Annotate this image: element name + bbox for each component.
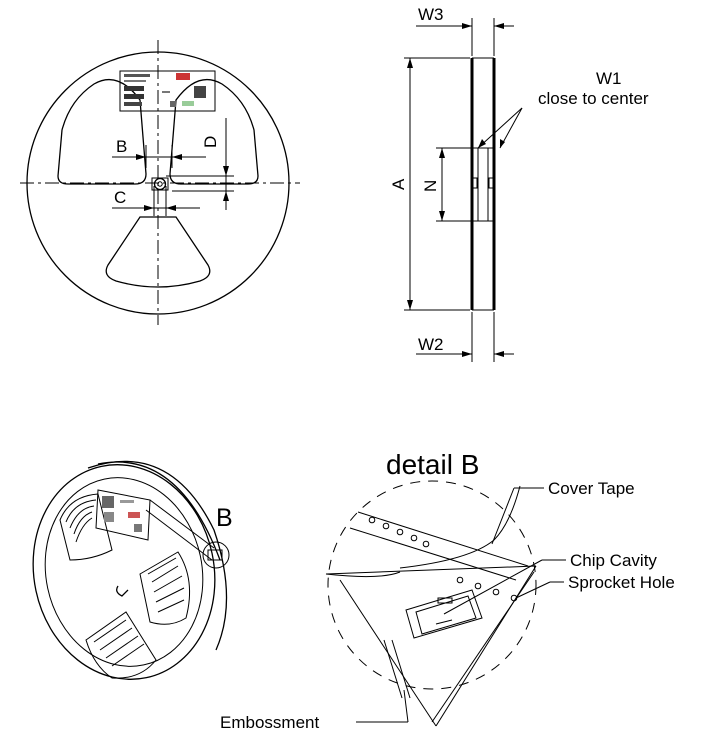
dim-c-label: C: [114, 188, 126, 207]
reel-front-view: B C D: [20, 40, 300, 325]
iso-reel-label: [95, 489, 151, 541]
iso-window-bottom: [85, 611, 157, 679]
reel-label: [119, 70, 216, 112]
chip-cavity-label: Chip Cavity: [570, 551, 657, 570]
reel-side-view: W3 W1 close to center A N W2: [389, 5, 649, 362]
dim-d-label: D: [201, 136, 220, 148]
sprocket-hole-label: Sprocket Hole: [568, 573, 675, 592]
reel-window-bottom: [105, 216, 211, 288]
detail-b-marker-label: B: [216, 504, 233, 532]
detail-b-marker-circle: [202, 541, 230, 569]
detail-b: detail B Cover Tape: [220, 449, 675, 732]
dim-b-label: B: [116, 137, 127, 156]
reel-window-right: [169, 79, 259, 185]
dim-a-label: A: [389, 178, 408, 190]
reel-window-left: [57, 79, 147, 185]
detail-b-title: detail B: [386, 449, 479, 480]
reel-isometric-view: B: [32, 460, 233, 680]
dim-w1-label: W1: [596, 69, 622, 88]
chip-cavity-shape: [405, 589, 483, 639]
embossment-label: Embossment: [220, 713, 319, 732]
dim-w1-note: close to center: [538, 89, 649, 108]
iso-window-right: [139, 551, 191, 625]
dim-n-label: N: [421, 180, 440, 192]
cover-tape-label: Cover Tape: [548, 479, 635, 498]
dim-w3-label: W3: [418, 5, 444, 24]
detail-b-circle: [327, 480, 537, 690]
dim-w2-label: W2: [418, 335, 444, 354]
iso-window-upper-left: [59, 493, 113, 561]
